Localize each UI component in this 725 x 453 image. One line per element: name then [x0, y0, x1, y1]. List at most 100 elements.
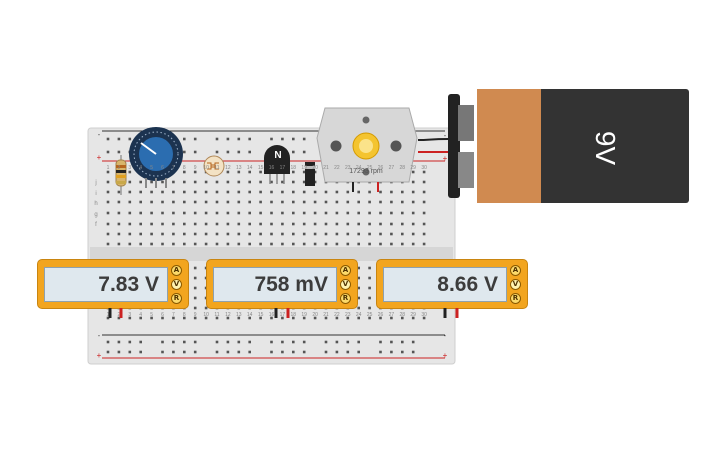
breadboard-hole	[128, 211, 132, 215]
photoresistor-body[interactable]	[203, 155, 225, 177]
breadboard-hole	[313, 180, 317, 184]
rail-hole	[139, 350, 142, 354]
breadboard-hole	[346, 211, 350, 215]
rail-hole	[357, 340, 360, 344]
breadboard-hole	[379, 190, 382, 194]
breadboard-hole	[161, 180, 164, 184]
breadboard-hole	[226, 232, 230, 236]
column-label: 23	[345, 312, 351, 318]
column-label: 1	[106, 312, 110, 318]
rail-hole	[379, 340, 382, 344]
breadboard-hole	[150, 222, 153, 226]
rail-hole	[248, 350, 251, 354]
rail-hole	[401, 340, 404, 344]
column-label: 29	[410, 312, 416, 318]
column-label: 5	[150, 312, 153, 318]
breadboard-hole	[324, 190, 328, 194]
breadboard-hole	[357, 306, 360, 310]
breadboard-hole	[270, 211, 273, 215]
mode-amps-button[interactable]: A	[510, 265, 521, 276]
breadboard-hole	[313, 222, 317, 226]
column-label: 15	[257, 165, 264, 171]
breadboard-hole	[161, 316, 164, 320]
column-label: 30	[421, 312, 427, 318]
column-label: 12	[225, 312, 231, 318]
breadboard-hole	[379, 222, 382, 226]
column-label: 9	[193, 165, 197, 171]
mode-volts-button[interactable]: V	[171, 279, 182, 290]
breadboard-hole	[411, 222, 415, 226]
mode-amps-button[interactable]: A	[340, 265, 351, 276]
breadboard-hole	[106, 222, 110, 226]
column-label: 21	[323, 312, 329, 318]
potentiometer-pointer	[140, 142, 157, 155]
breadboard-hole	[172, 180, 175, 184]
mode-resistance-button[interactable]: R	[340, 293, 351, 304]
breadboard-hole	[259, 232, 262, 236]
breadboard-hole	[226, 170, 230, 174]
transistor-body[interactable]	[264, 145, 290, 174]
breadboard-hole	[335, 232, 339, 236]
breadboard-hole	[128, 222, 132, 226]
column-label: 4	[139, 312, 143, 318]
column-label: 22	[334, 165, 340, 171]
mode-volts-button[interactable]: V	[510, 279, 521, 290]
mode-resistance-button[interactable]: R	[171, 293, 182, 304]
mode-volts-button[interactable]: V	[340, 279, 351, 290]
column-label: 4	[139, 165, 143, 171]
breadboard-hole	[401, 232, 404, 236]
breadboard-hole	[313, 190, 317, 194]
breadboard-hole	[324, 242, 328, 246]
breadboard-hole	[313, 316, 317, 320]
mode-resistance-button[interactable]: R	[510, 293, 521, 304]
breadboard-hole	[248, 170, 251, 174]
breadboard-hole	[248, 190, 251, 194]
breadboard-hole	[226, 242, 230, 246]
multimeter-1[interactable]: 7.83 V A V R	[37, 259, 189, 309]
rail-hole	[237, 150, 241, 154]
breadboard-hole	[237, 200, 241, 204]
column-label: 19	[301, 165, 307, 171]
rail-hole	[411, 340, 415, 344]
breadboard-hole	[281, 211, 284, 215]
breadboard-hole	[237, 222, 241, 226]
diode-body[interactable]	[305, 162, 315, 186]
breadboard-hole	[161, 211, 164, 215]
breadboard-hole	[422, 242, 426, 246]
rail-hole	[270, 137, 273, 141]
column-label: 28	[399, 312, 406, 318]
breadboard-hole	[411, 232, 415, 236]
rail-hole	[335, 340, 339, 344]
breadboard-hole	[346, 200, 350, 204]
column-label: 25	[366, 165, 373, 171]
breadboard-hole	[302, 190, 306, 194]
breadboard-hole	[357, 316, 360, 320]
column-label: 10	[203, 312, 209, 318]
breadboard-hole	[313, 232, 317, 236]
breadboard-hole	[161, 190, 164, 194]
breadboard-hole	[313, 211, 317, 215]
column-label: 20	[312, 165, 318, 171]
battery-terminal-positive	[458, 152, 474, 188]
rail-hole	[183, 137, 186, 141]
multimeter-1-mode-selector: A V R	[171, 265, 183, 307]
rail-hole	[324, 340, 328, 344]
multimeter-2[interactable]: 758 mV A V R	[206, 259, 358, 309]
rail-hole	[390, 350, 393, 354]
multimeter-3[interactable]: 8.66 V A V R	[376, 259, 528, 309]
rail-sign: -	[97, 331, 101, 340]
breadboard-hole	[302, 170, 306, 174]
mode-amps-button[interactable]: A	[171, 265, 182, 276]
multimeter-2-display: 758 mV	[213, 267, 337, 302]
breadboard-hole	[193, 242, 197, 246]
column-label: 3	[128, 312, 132, 318]
breadboard-hole	[248, 180, 251, 184]
breadboard-hole	[215, 180, 219, 184]
breadboard-hole	[237, 190, 241, 194]
breadboard-hole	[183, 316, 186, 320]
breadboard-hole	[128, 180, 132, 184]
breadboard-hole	[193, 306, 197, 310]
breadboard-hole	[237, 232, 241, 236]
breadboard-hole	[401, 200, 404, 204]
rail-hole	[193, 350, 197, 354]
